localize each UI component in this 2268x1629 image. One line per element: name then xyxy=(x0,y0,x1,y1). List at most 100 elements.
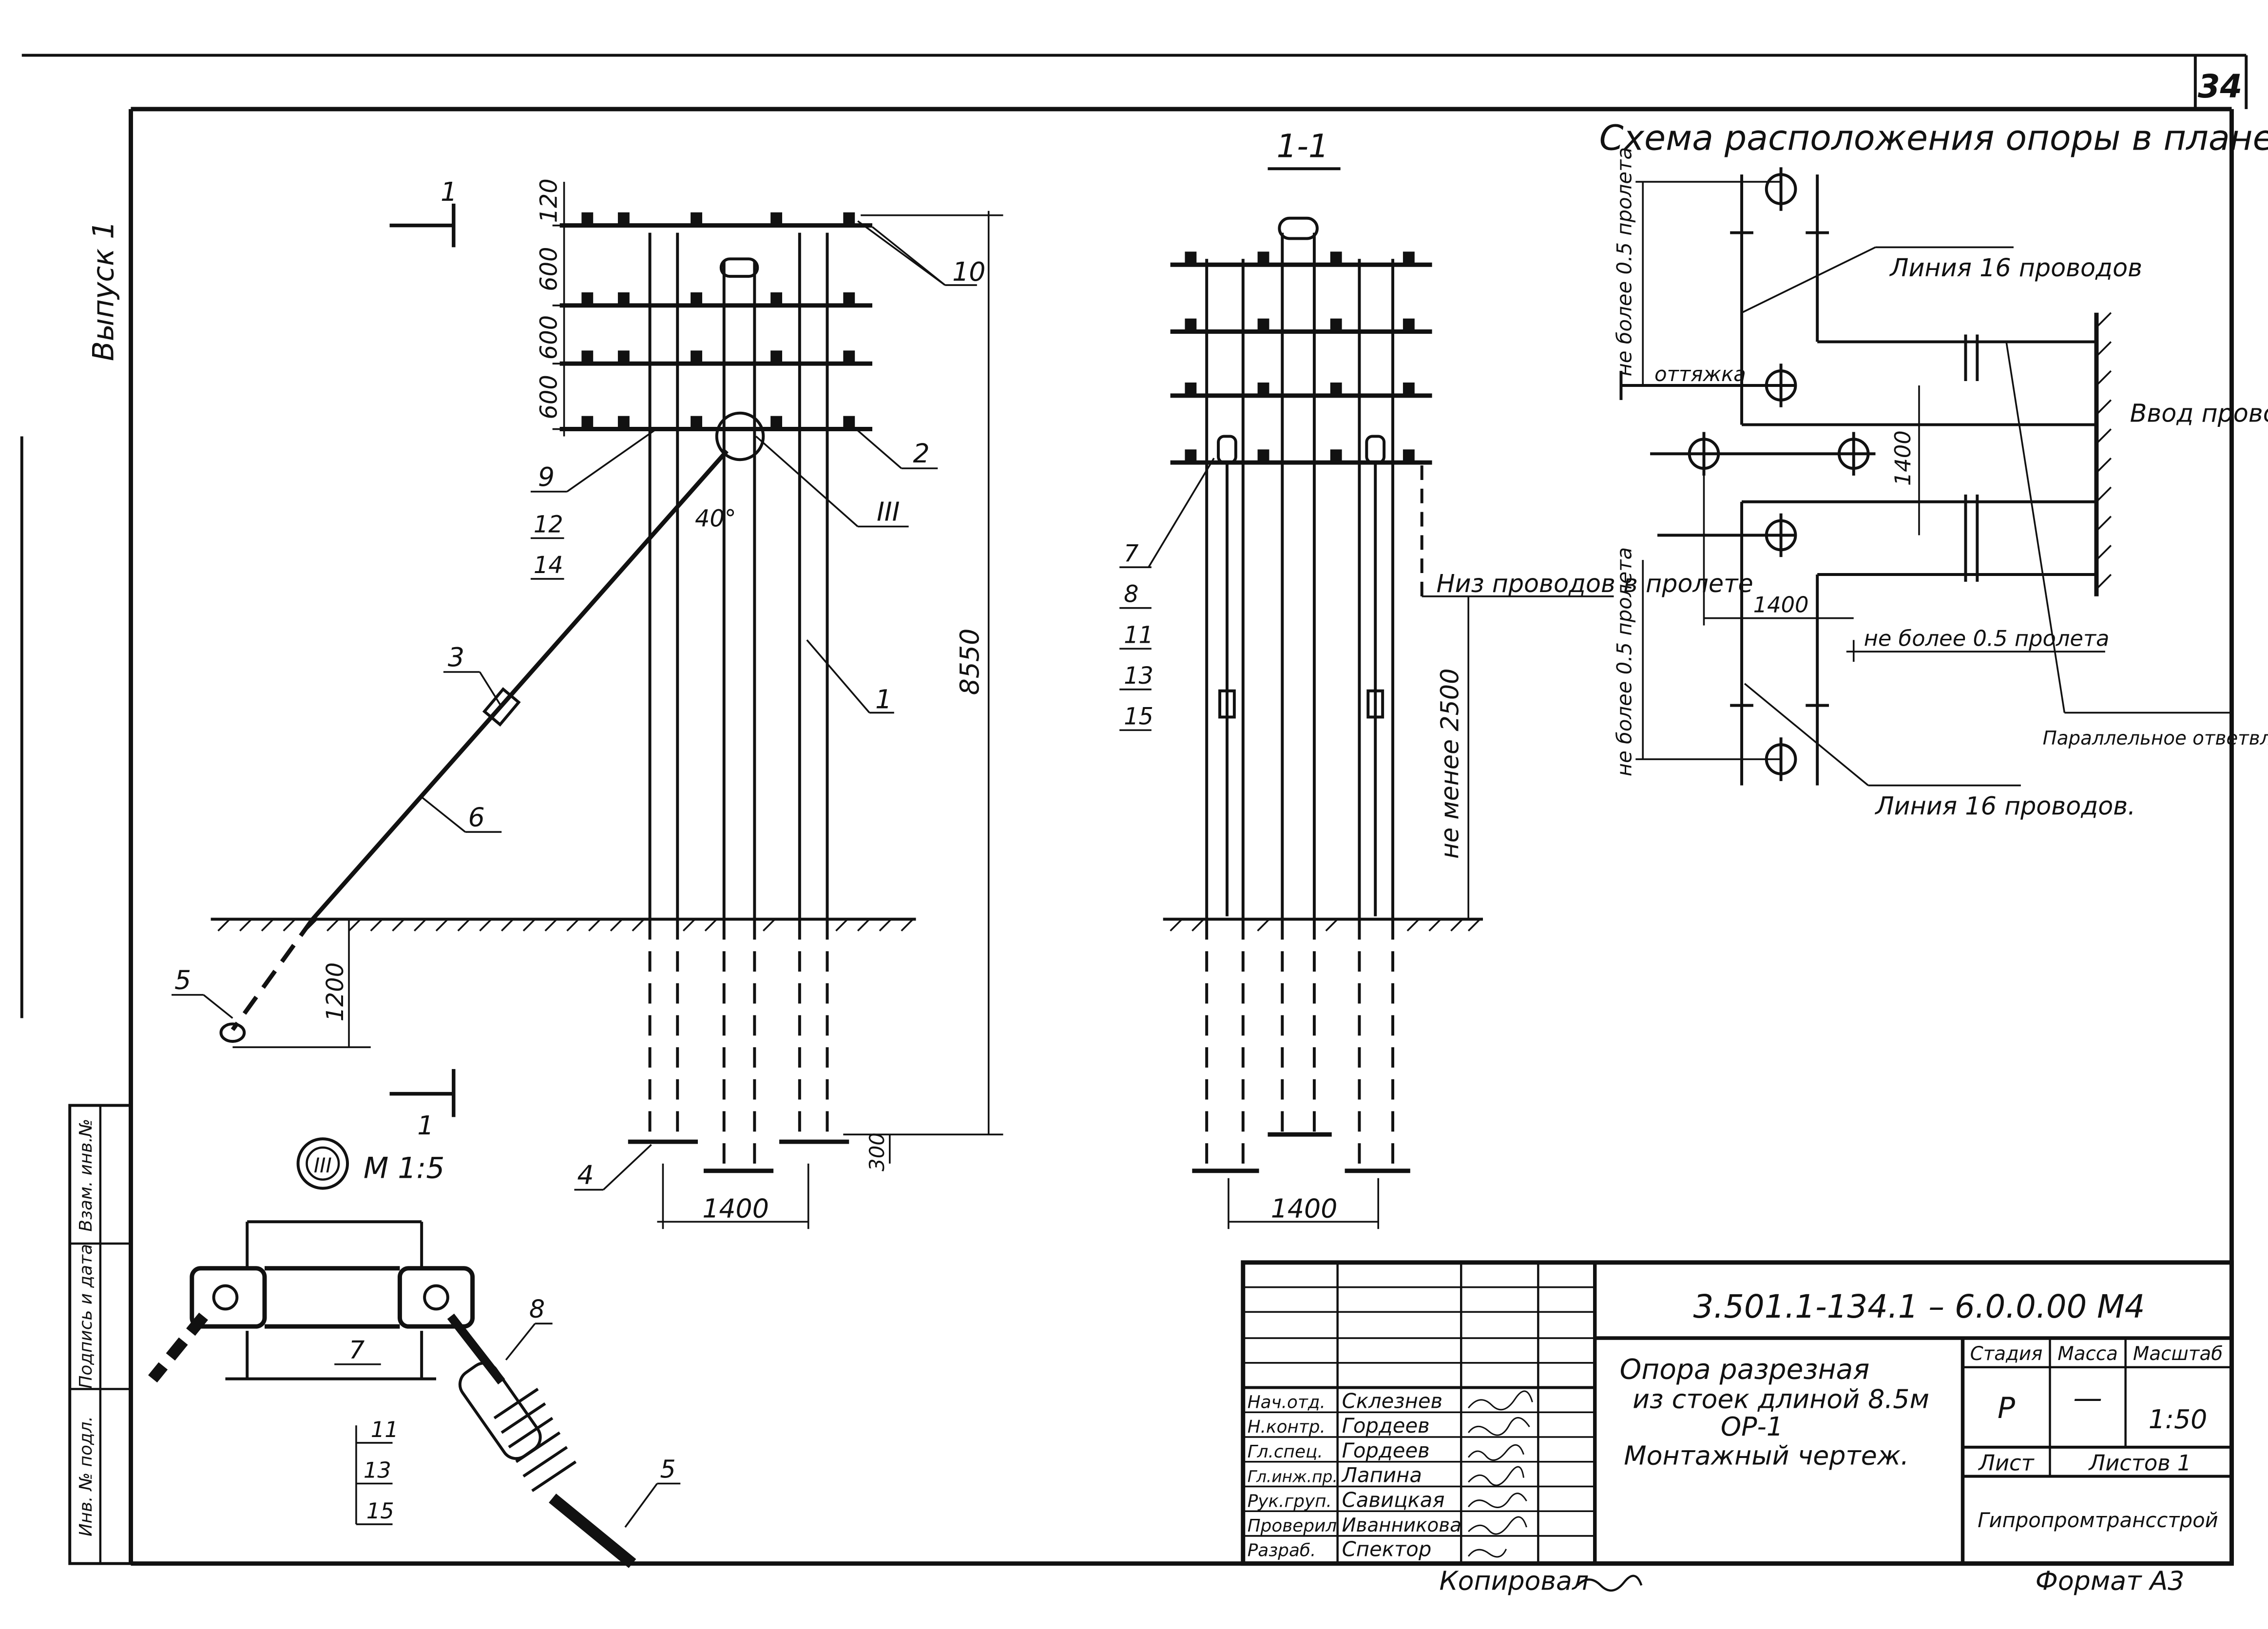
guy-label: оттяжка xyxy=(1654,362,1746,386)
mass-header: Масса xyxy=(2057,1343,2118,1365)
angle-40: 40° xyxy=(695,505,736,532)
anchor-plate xyxy=(219,1022,246,1043)
role-4: Гл.инж.пр. xyxy=(1248,1468,1338,1486)
role-5: Рук.груп. xyxy=(1248,1491,1332,1511)
copier-signature xyxy=(1576,1574,1643,1592)
organization: Гипропромтрансстрой xyxy=(1978,1508,2218,1532)
callout-11: 11 xyxy=(1124,622,1153,649)
section-underground xyxy=(1205,919,1395,1164)
section-mark-top: 1 xyxy=(441,176,457,207)
detail-callout-8: 8 xyxy=(529,1295,545,1323)
front-dimensions xyxy=(232,182,1003,1229)
name-3: Гордеев xyxy=(1342,1438,1430,1462)
input-label: Ввод прово-дов xyxy=(2130,399,2268,428)
page-number: 34 xyxy=(2198,68,2242,105)
role-3: Гл.спец. xyxy=(1248,1442,1323,1462)
callout-6: 6 xyxy=(468,802,485,832)
scale-header: Масштаб xyxy=(2133,1343,2223,1365)
detail-mark-circle xyxy=(296,1137,349,1190)
guy-wire-underground xyxy=(231,918,315,1031)
plan-dimensions xyxy=(1635,181,2105,760)
callout-4: 4 xyxy=(577,1160,594,1190)
name-6: Иванникова xyxy=(1342,1514,1461,1536)
ground-line-section xyxy=(1163,918,1483,932)
plan-title: Схема расположения опоры в плане xyxy=(1599,117,2268,158)
name-2: Гордеев xyxy=(1342,1414,1430,1437)
side-stamp-replace: Взам. инв.№ xyxy=(76,1119,96,1232)
detail-view: III М 1:5 7 8 5 11 xyxy=(148,1137,681,1568)
section-insulators xyxy=(1185,251,1415,461)
callout-3: 3 xyxy=(448,642,464,672)
dim-8550: 8550 xyxy=(954,629,985,695)
stage-value: Р xyxy=(1998,1392,2015,1425)
issue-label: Выпуск 1 xyxy=(87,221,121,361)
sheet-label: Лист xyxy=(1978,1450,2035,1476)
scale-value: 1:50 xyxy=(2149,1404,2208,1435)
plan-breaks xyxy=(1730,231,1979,707)
format-label: Формат А3 xyxy=(2036,1565,2185,1596)
sheet-frame xyxy=(21,54,2248,1566)
doc-name-line-1: Опора разрезная xyxy=(1620,1354,1870,1386)
detail-scale: М 1:5 xyxy=(364,1152,444,1186)
plan-leaders xyxy=(1741,246,2232,786)
section-dimensions xyxy=(1228,465,1614,1229)
front-crossarms xyxy=(559,223,872,431)
name-7: Спектор xyxy=(1342,1537,1432,1561)
guy-wire xyxy=(311,449,729,921)
detail-ref-15: 15 xyxy=(366,1498,394,1524)
line-bottom-label: Линия 16 проводов. xyxy=(1875,791,2136,820)
dim-1400-section: 1400 xyxy=(1271,1193,1338,1224)
wire-bottom-label: Низ проводов в пролете xyxy=(1437,569,1753,598)
front-insulators xyxy=(581,212,855,428)
front-view: 1 1 120 600 600 600 8550 1200 300 1400 4… xyxy=(172,176,1003,1229)
max-half-span-h: не более 0.5 пролета xyxy=(1864,625,2110,651)
detail-clamp xyxy=(148,1220,636,1568)
side-stamp-inv: Инв. № подл. xyxy=(76,1416,96,1536)
ground-line-front xyxy=(211,918,916,932)
detail-callout-7: 7 xyxy=(349,1336,365,1364)
front-feet xyxy=(628,1139,849,1173)
plan-poles xyxy=(1688,167,1870,781)
dim-120: 120 xyxy=(536,178,563,223)
name-1: Склезнев xyxy=(1342,1389,1443,1413)
callout-1: 1 xyxy=(875,684,892,715)
section-poles xyxy=(1205,216,1395,920)
role-1: Нач.отд. xyxy=(1248,1392,1326,1412)
callout-12: 12 xyxy=(534,511,563,538)
detail-ref-11: 11 xyxy=(371,1417,399,1442)
detail-callout-5: 5 xyxy=(660,1455,675,1484)
turnbuckle xyxy=(482,687,521,727)
dim-600-3: 600 xyxy=(536,375,563,419)
dim-600-1: 600 xyxy=(536,247,563,291)
front-poles xyxy=(648,232,829,920)
side-stamp: Инв. № подл. Подпись и дата Взам. инв.№ xyxy=(68,1104,133,1565)
callout-5: 5 xyxy=(174,965,191,996)
detail-mark: III xyxy=(314,1153,332,1177)
title-block-grid xyxy=(1241,1260,2234,1566)
sheets-label: Листов 1 xyxy=(2088,1450,2191,1476)
section-crossarms xyxy=(1170,262,1432,465)
section-guy-rods xyxy=(1218,462,1384,917)
detail-ref-13: 13 xyxy=(364,1457,391,1483)
callout-13: 13 xyxy=(1124,663,1153,690)
stage-header: Стадия xyxy=(1970,1343,2043,1365)
max-half-span-v-top: не более 0.5 пролета xyxy=(1612,147,1636,376)
callout-15: 15 xyxy=(1124,703,1153,730)
title-block: 3.501.1-134.1 – 6.0.0.00 М4 Опора разрез… xyxy=(1241,1260,2234,1566)
dim-1400-plan-v: 1400 xyxy=(1890,430,1916,486)
signatures xyxy=(1467,1390,1533,1558)
role-6: Проверил xyxy=(1248,1516,1337,1536)
doc-name-line-2: из стоек длиной 8.5м xyxy=(1633,1383,1929,1414)
section-mark-bottom: 1 xyxy=(417,1110,434,1141)
copied-label: Копировал xyxy=(1439,1565,1589,1596)
doc-code: 3.501.1-134.1 – 6.0.0.00 М4 xyxy=(1693,1288,2145,1325)
role-2: Н.контр. xyxy=(1248,1417,1326,1437)
max-half-span-v-bottom: не более 0.5 пролета xyxy=(1612,547,1636,776)
side-stamp-sign: Подпись и дата xyxy=(76,1244,96,1389)
section-callout-leaders xyxy=(1119,458,1215,731)
detail-leaders xyxy=(334,1322,681,1528)
branch-label: Параллельное ответвление до 32 проводов xyxy=(2043,728,2268,749)
section-view: 1-1 xyxy=(1119,128,1753,1229)
front-callout-leaders xyxy=(172,220,977,1191)
